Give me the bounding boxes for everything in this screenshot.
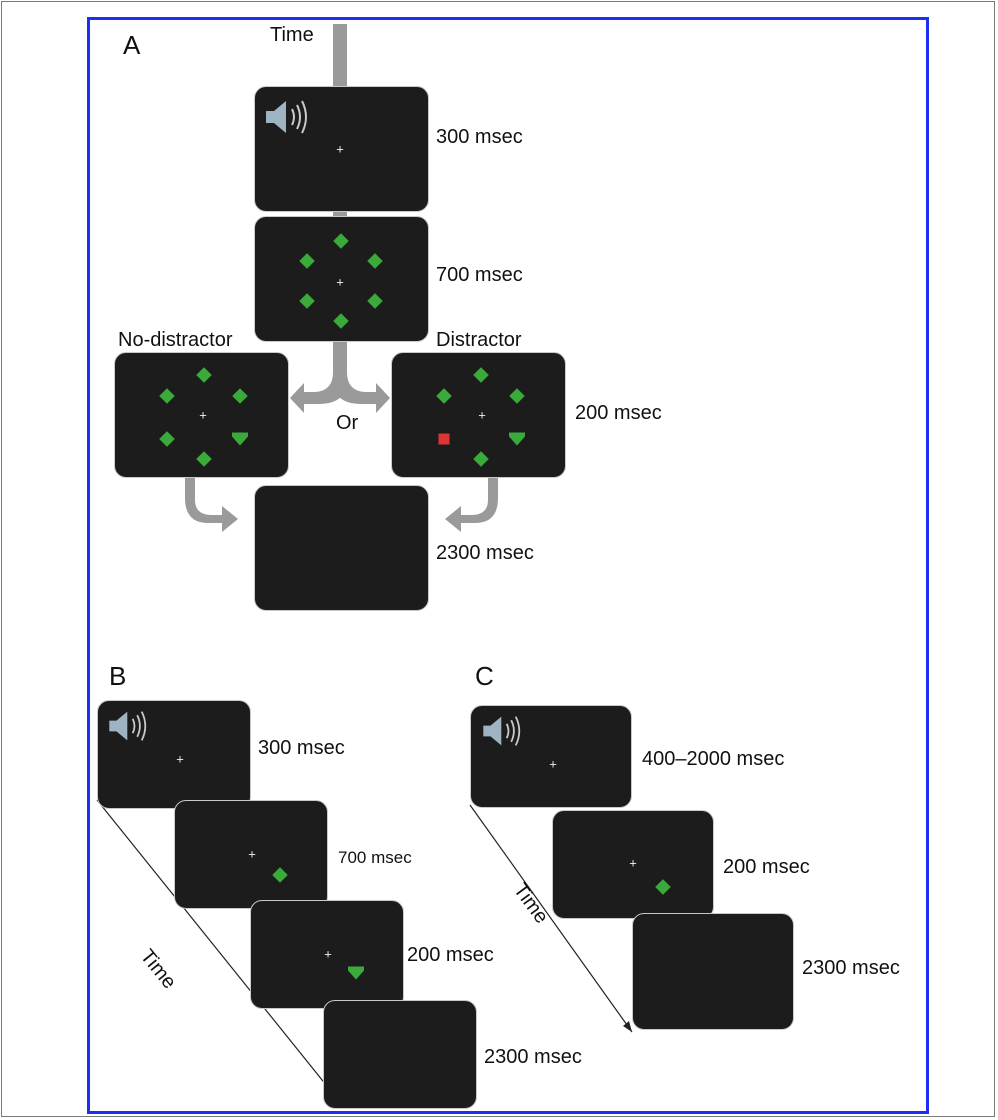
fixation-cross: +	[176, 751, 184, 767]
half-diamond	[509, 432, 525, 446]
fixation-cross: +	[324, 946, 332, 962]
screen-b3: +	[250, 900, 404, 1009]
target-diamond	[333, 313, 349, 329]
duration-a4: 2300 msec	[436, 542, 534, 564]
screen-c3	[632, 913, 794, 1030]
speaker-icon	[266, 100, 307, 134]
target-diamond	[436, 388, 452, 404]
target-diamond	[196, 451, 212, 467]
target-diamond	[196, 367, 212, 383]
speaker-icon	[109, 711, 147, 741]
time-axis-b	[96, 799, 344, 1107]
duration-c1: 400–2000 msec	[642, 748, 785, 770]
split-arrow	[290, 345, 347, 413]
distractor-square	[438, 433, 450, 445]
target-diamond	[159, 431, 175, 447]
target-diamond	[232, 388, 248, 404]
screen-no-distractor: +	[114, 352, 289, 478]
target-diamond	[299, 293, 315, 309]
fixation-cross: +	[199, 407, 207, 423]
right-merge-arrow	[445, 478, 498, 532]
screen-cue: +	[254, 86, 429, 212]
fixation-cross: +	[336, 141, 344, 157]
screen-b4	[323, 1000, 477, 1109]
speaker-icon	[483, 716, 521, 746]
half-diamond	[348, 966, 364, 980]
target-diamond	[655, 879, 671, 895]
duration-b1: 300 msec	[258, 737, 345, 759]
screen-c2: +	[552, 810, 714, 919]
left-merge-arrow	[185, 478, 238, 532]
screen-b1: +	[97, 700, 251, 809]
duration-a2: 700 msec	[436, 264, 523, 286]
panel-label-a: A	[123, 30, 141, 60]
duration-b4: 2300 msec	[484, 1046, 582, 1068]
panel-label-b: B	[109, 661, 127, 691]
fixation-cross: +	[478, 407, 486, 423]
fixation-cross: +	[336, 274, 344, 290]
time-label-a: Time	[270, 24, 314, 46]
target-diamond	[473, 451, 489, 467]
duration-b3: 200 msec	[407, 944, 494, 966]
screen-search-array: +	[254, 216, 429, 342]
time-axis-c	[469, 804, 633, 1033]
fixation-cross: +	[629, 855, 637, 871]
duration-a1: 300 msec	[436, 126, 523, 148]
half-diamond	[232, 432, 248, 446]
duration-a3: 200 msec	[575, 402, 662, 424]
duration-c3: 2300 msec	[802, 957, 900, 979]
screen-b2: +	[174, 800, 328, 909]
fixation-cross: +	[549, 756, 557, 772]
target-diamond	[299, 253, 315, 269]
target-diamond	[509, 388, 525, 404]
duration-b2: 700 msec	[338, 848, 412, 867]
screen-blank	[254, 485, 429, 611]
target-diamond	[333, 233, 349, 249]
panel-label-c: C	[475, 661, 494, 691]
no-distractor-label: No-distractor	[118, 329, 233, 351]
duration-c2: 200 msec	[723, 856, 810, 878]
target-diamond	[159, 388, 175, 404]
target-diamond	[473, 367, 489, 383]
figure-frame	[87, 17, 929, 1114]
distractor-label: Distractor	[436, 329, 522, 351]
split-arrow-right	[333, 372, 390, 413]
screen-distractor: +	[391, 352, 566, 478]
or-label: Or	[336, 412, 359, 434]
target-diamond	[367, 253, 383, 269]
target-diamond	[272, 867, 288, 883]
target-diamond	[367, 293, 383, 309]
fixation-cross: +	[248, 846, 256, 862]
screen-c1: +	[470, 705, 632, 808]
